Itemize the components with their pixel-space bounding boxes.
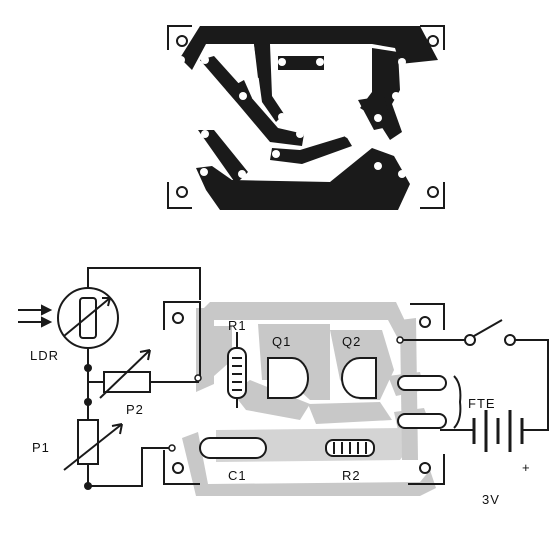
mounting-holes	[176, 35, 439, 198]
p1-potentiometer	[63, 419, 123, 471]
copper-island-top	[278, 56, 324, 70]
pcb-component-layout: LDR P2 P1 R1 Q1 Q2 C1 R2 FTE + 3V	[18, 267, 549, 507]
r1-resistor	[227, 332, 247, 408]
label-fte: FTE	[468, 396, 496, 411]
grey-traces	[182, 302, 436, 496]
copper-right-trace	[360, 48, 402, 140]
junction-dots	[84, 364, 92, 490]
corner-marks	[167, 25, 445, 209]
copper-top-strip	[180, 26, 438, 78]
label-p1: P1	[32, 440, 50, 455]
label-q1: Q1	[272, 334, 291, 349]
label-c1: C1	[228, 468, 247, 483]
q1-transistor	[267, 357, 309, 399]
board-corner-marks	[163, 301, 445, 485]
q2-transistor	[341, 357, 377, 399]
label-battery-plus: +	[522, 460, 531, 475]
light-arrows-icon	[18, 304, 53, 328]
label-r2: R2	[342, 468, 361, 483]
battery-icon	[472, 410, 524, 452]
label-ldr: LDR	[30, 348, 59, 363]
pcb-copper-layout	[167, 25, 445, 210]
label-r1: R1	[228, 318, 247, 333]
copper-diagonal-trace	[200, 56, 304, 146]
copper-bottom-bus	[196, 148, 410, 210]
copper-pads	[177, 56, 410, 178]
ldr-sensor	[18, 287, 119, 349]
c1-capacitor	[199, 437, 267, 459]
fte-terminals	[397, 375, 462, 429]
p2-potentiometer	[99, 349, 151, 399]
switch-icon	[464, 319, 516, 346]
r2-resistor	[325, 439, 375, 457]
label-p2: P2	[126, 402, 144, 417]
label-battery-voltage: 3V	[482, 492, 500, 507]
label-q2: Q2	[342, 334, 361, 349]
